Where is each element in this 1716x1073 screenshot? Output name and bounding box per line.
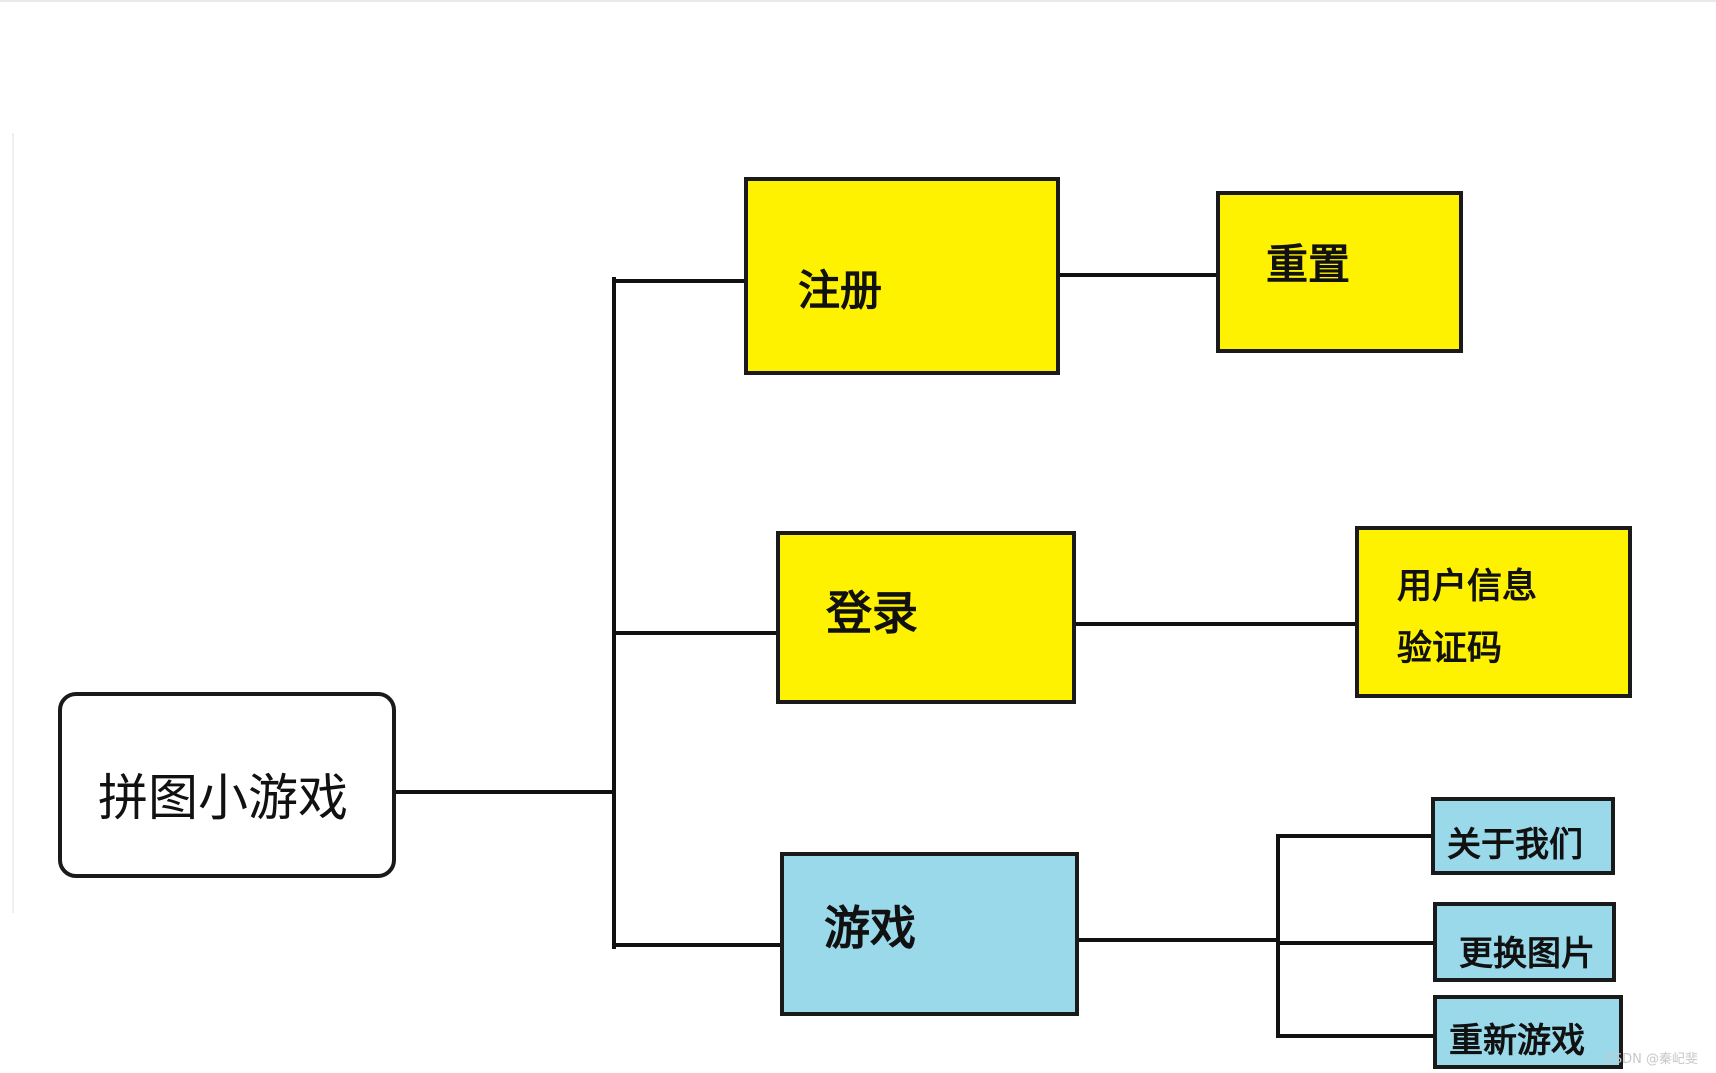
register-label: 注册 — [798, 266, 883, 315]
about-node: 关于我们 — [1431, 797, 1615, 875]
user-verification-node: 用户信息 验证码 — [1355, 526, 1632, 698]
root-node: 拼图小游戏 — [58, 692, 396, 878]
change-image-label: 更换图片 — [1459, 934, 1595, 974]
reset-label: 重置 — [1266, 240, 1351, 289]
restart-label: 重新游戏 — [1449, 1021, 1585, 1061]
user-info-label: 用户信息 — [1397, 567, 1538, 607]
login-node: 登录 — [776, 531, 1076, 704]
game-node: 游戏 — [780, 852, 1079, 1016]
captcha-label: 验证码 — [1397, 629, 1503, 669]
about-label: 关于我们 — [1447, 825, 1583, 865]
root-label: 拼图小游戏 — [98, 769, 348, 827]
login-label: 登录 — [826, 586, 918, 640]
restart-node: 重新游戏 — [1433, 995, 1623, 1069]
left-border — [12, 133, 14, 913]
top-border — [0, 0, 1716, 2]
reset-node: 重置 — [1216, 191, 1463, 353]
change-image-node: 更换图片 — [1433, 902, 1616, 982]
watermark: CSDN @秦屺斐 — [1604, 1052, 1698, 1067]
register-node: 注册 — [744, 177, 1060, 375]
game-label: 游戏 — [824, 901, 916, 955]
